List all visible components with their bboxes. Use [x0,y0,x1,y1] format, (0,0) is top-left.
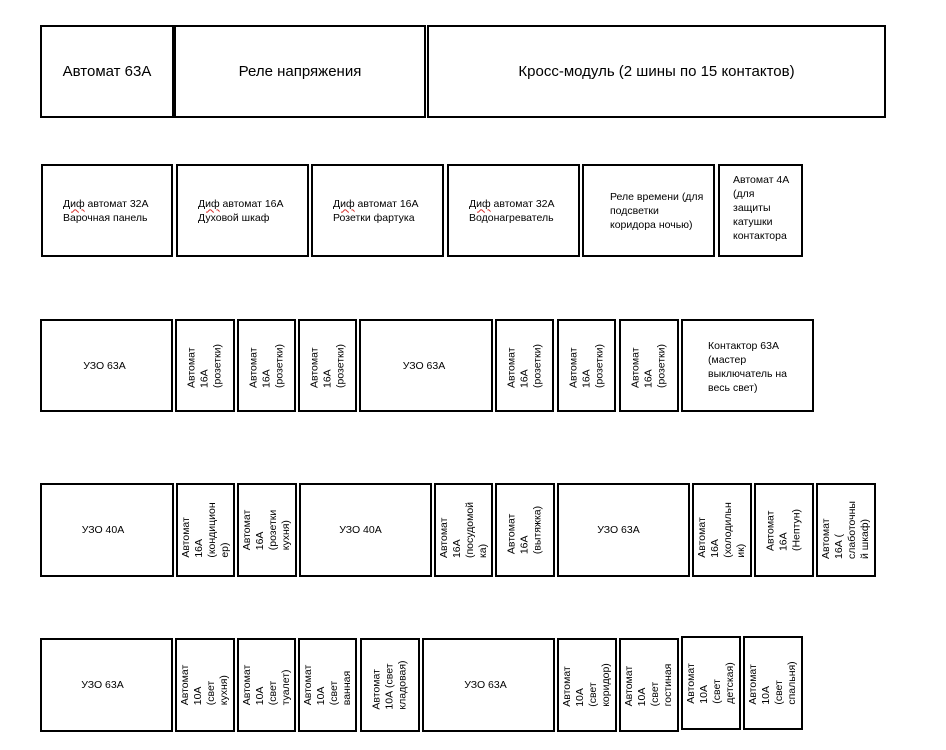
row4-breaker-dishwasher: Автомат 16А (посудомой ка) [434,483,493,577]
row5-rcd-2: УЗО 63А [422,638,555,732]
row5-rcd-1: УЗО 63А [40,638,173,732]
row3-rcd-2: УЗО 63А [359,319,493,412]
rcbo-oven-text: автомат 16А Духовой шкаф [198,197,284,224]
rcbo-backsplash-word: Диф [333,197,355,210]
rcbo-oven-label: Диф автомат 16А Духовой шкаф [198,197,284,225]
rcbo-water-heater-word: Диф [469,197,491,210]
rcbo-backsplash-label: Диф автомат 16А Розетки фартука [333,197,419,225]
row3-breaker-5: Автомат 16А (розетки) [557,319,616,412]
row3-breaker-3-label: Автомат 16А (розетки) [308,343,346,388]
row3-breaker-4: Автомат 16А (розетки) [495,319,554,412]
rcbo-backsplash-text: автомат 16А Розетки фартука [333,197,419,224]
main-breaker-box: Автомат 63А [40,25,174,118]
time-relay-box: Реле времени (для подсветки коридора ноч… [582,164,715,257]
row3-breaker-3: Автомат 16А (розетки) [298,319,357,412]
row4-breaker-ac: Автомат 16А (кондицион ер) [176,483,235,577]
rcbo-water-heater-box: Диф автомат 32А Водонагреватель [447,164,580,257]
row5-light-toilet-label: Автомат 10А (свет туалет) [240,664,292,706]
main-breaker-label: Автомат 63А [62,63,152,80]
row3-breaker-5-label: Автомат 16А (розетки) [567,343,605,388]
row5-light-living: Автомат 10А (свет гостиная [619,638,679,732]
row4-rcd-3: УЗО 63А [557,483,690,577]
row4-breaker-lowvoltage: Автомат 16А ( слаботочны й шкаф) [816,483,876,577]
contactor-box: Контактор 63А (мастер выключатель на вес… [681,319,814,412]
rcbo-cooktop-box: Диф автомат 32А Варочная панель [41,164,173,257]
row5-light-bedroom-label: Автомат 10А (свет спальня) [747,661,798,705]
row5-light-corridor-label: Автомат 10А (свет коридор) [561,663,612,707]
row3-breaker-1-label: Автомат 16А (розетки) [185,343,224,388]
row4-rcd-2-label: УЗО 40А [339,524,382,536]
row3-breaker-6: Автомат 16А (розетки) [619,319,679,412]
row4-breaker-kitchen: Автомат 16А (розетки кухня) [237,483,297,577]
row4-rcd-1: УЗО 40А [40,483,174,577]
rcbo-cooktop-word: Диф [63,197,85,210]
rcbo-oven-box: Диф автомат 16А Духовой шкаф [176,164,309,257]
rcbo-cooktop-label: Диф автомат 32А Варочная панель [63,197,149,225]
row4-rcd-2: УЗО 40А [299,483,432,577]
row4-breaker-neptun: Автомат 16А (Нептун) [754,483,814,577]
row4-breaker-ac-label: Автомат 16А (кондицион ер) [179,502,231,558]
row5-light-kids: Автомат 10А (свет детская) [681,636,741,730]
row3-breaker-4-label: Автомат 16А (розетки) [505,343,543,388]
row5-light-kitchen: Автомат 10А (свет кухня) [175,638,235,732]
row3-breaker-2-label: Автомат 16А (розетки) [247,343,285,388]
row4-breaker-kitchen-label: Автомат 16А (розетки кухня) [241,509,292,551]
voltage-relay-box: Реле напряжения [174,25,426,118]
row3-breaker-6-label: Автомат 16А (розетки) [629,343,668,388]
rcbo-oven-word: Диф [198,197,220,210]
row4-rcd-1-label: УЗО 40А [81,524,125,536]
row5-rcd-1-label: УЗО 63А [81,679,124,691]
row5-light-pantry: Автомат 10А (свет кладовая) [360,638,420,732]
cross-module-box: Кросс-модуль (2 шины по 15 контактов) [427,25,886,118]
breaker-4a-label: Автомат 4А (для защиты катушки контактор… [733,174,790,242]
row5-light-toilet: Автомат 10А (свет туалет) [237,638,296,732]
rcbo-backsplash-box: Диф автомат 16А Розетки фартука [311,164,444,257]
row5-light-kitchen-label: Автомат 10А (свет кухня) [179,664,230,706]
rcbo-water-heater-text: автомат 32А Водонагреватель [469,197,555,224]
row5-light-bathroom-label: Автомат 10А (свет ванная [301,664,353,706]
row4-breaker-lowvoltage-label: Автомат 16А ( слаботочны й шкаф) [820,501,871,559]
row5-light-corridor: Автомат 10А (свет коридор) [557,638,617,732]
cross-module-label: Кросс-модуль (2 шины по 15 контактов) [518,63,795,80]
row5-light-pantry-label: Автомат 10А (свет кладовая) [370,660,409,710]
row3-rcd-1: УЗО 63А [40,319,173,412]
row4-breaker-fridge: Автомат 16А (холодильн ик) [692,483,752,577]
row4-rcd-3-label: УЗО 63А [597,524,640,536]
row4-breaker-hood: Автомат 16А (вытяжка) [495,483,555,577]
row4-breaker-dishwasher-label: Автомат 16А (посудомой ка) [437,501,489,559]
row5-light-bathroom: Автомат 10А (свет ванная [298,638,357,732]
row3-breaker-1: Автомат 16А (розетки) [175,319,235,412]
row3-rcd-2-label: УЗО 63А [402,359,446,372]
row5-rcd-2-label: УЗО 63А [464,679,507,691]
rcbo-water-heater-label: Диф автомат 32А Водонагреватель [469,197,555,225]
time-relay-label: Реле времени (для подсветки коридора ноч… [610,190,704,231]
row3-rcd-1-label: УЗО 63А [83,359,126,372]
row5-light-living-label: Автомат 10А (свет гостиная [623,663,674,707]
contactor-label: Контактор 63А (мастер выключатель на вес… [708,340,788,394]
row5-light-bedroom: Автомат 10А (свет спальня) [743,636,803,730]
row4-breaker-hood-label: Автомат 16А (вытяжка) [505,505,544,555]
breaker-4a-box: Автомат 4А (для защиты катушки контактор… [718,164,803,257]
voltage-relay-label: Реле напряжения [238,63,362,80]
rcbo-cooktop-text: автомат 32А Варочная панель [63,197,149,224]
row3-breaker-2: Автомат 16А (розетки) [237,319,296,412]
row4-breaker-neptun-label: Автомат 16А (Нептун) [764,508,803,552]
row4-breaker-fridge-label: Автомат 16А (холодильн ик) [696,502,747,558]
row5-light-kids-label: Автомат 10А (свет детская) [685,662,736,704]
